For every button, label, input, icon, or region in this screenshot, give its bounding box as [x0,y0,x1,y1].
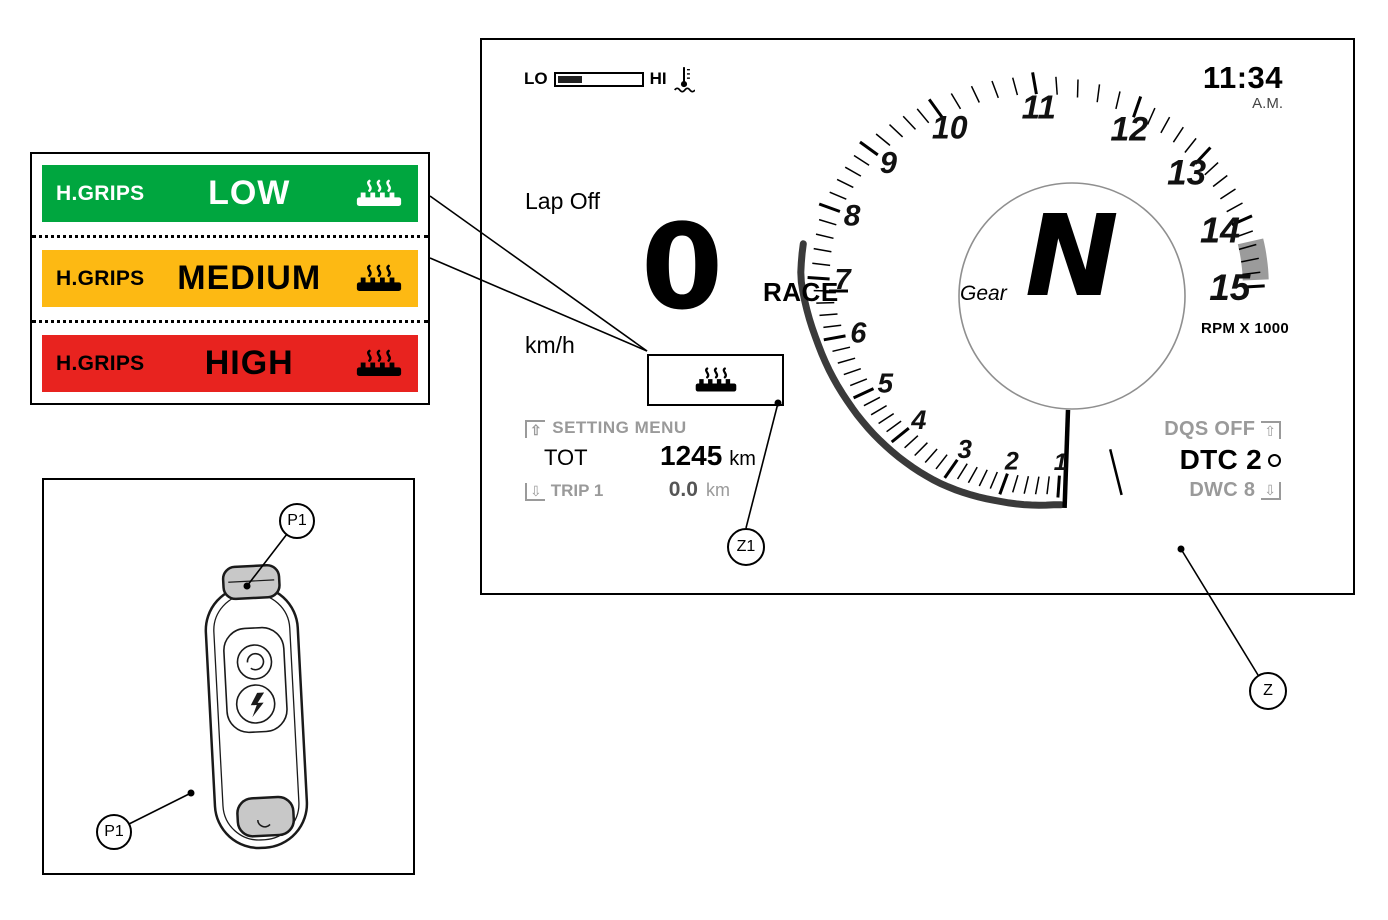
switchgear-panel [42,478,415,875]
horn-button [236,795,296,838]
svg-text:5: 5 [878,368,894,399]
setting-menu-hint: ⇧ SETTING MENU [525,418,687,438]
gear-value: N [1025,192,1119,322]
down-arrow-icon: ⇩ [1261,481,1281,500]
up-arrow-icon: ⇧ [1261,420,1281,439]
dotted-divider [32,234,428,238]
odometer-value: 1245 [660,440,723,471]
hgrips-high-indicator: H.GRIPS HIGH [42,335,418,392]
dotted-divider [32,319,428,323]
trip-label: TRIP 1 [550,481,604,500]
clock: 11:34 A.M. [1203,62,1283,111]
selection-circle-icon [1268,453,1281,467]
hgrips-level-value: LOW [208,174,291,212]
coolant-thermometer-icon [673,67,695,93]
coolant-hi-label: HI [649,69,667,88]
hgrips-active-indicator [647,354,784,406]
svg-text:2: 2 [1004,447,1019,475]
callout-z1: Z1 [727,528,765,566]
svg-text:9: 9 [880,145,898,180]
coolant-fill [557,75,582,83]
dqs-label: DQS OFF [1164,418,1256,440]
dqs-status: DQS OFF ⇧ [1164,418,1281,441]
svg-text:6: 6 [850,318,867,350]
svg-text:13: 13 [1167,154,1206,193]
heated-grips-icon [354,347,404,380]
svg-text:12: 12 [1110,111,1148,149]
coolant-lo-label: LO [524,69,548,88]
callout-p1-bottom: P1 [96,814,132,850]
dwc-label: DWC 8 [1189,479,1256,501]
lap-status: Lap Off [525,188,601,214]
svg-text:10: 10 [932,110,968,146]
svg-text:1: 1 [1054,449,1067,476]
svg-text:3: 3 [957,434,972,464]
hgrips-levels-panel: H.GRIPS LOW H.GRIPS MEDIUM H.GRIPS HIGH [30,152,430,405]
dtc-label: DTC 2 [1179,444,1262,475]
speed-unit: km/h [525,332,575,358]
trip-value: 0.0 [668,478,698,501]
electronics-status: DQS OFF ⇧ DTC 2 DWC 8 ⇩ [1164,418,1281,502]
gear-label: Gear [960,282,1007,305]
odometer-unit: km [729,448,756,470]
callout-p1-top: P1 [279,503,315,539]
rpm-unit-label: RPM X 1000 [1200,320,1289,337]
svg-text:4: 4 [910,405,926,435]
hgrips-level-value: MEDIUM [177,259,322,297]
heated-grips-icon [354,177,404,210]
svg-text:14: 14 [1200,210,1240,251]
hgrips-label: H.GRIPS [56,351,145,375]
clock-time: 11:34 [1202,60,1283,95]
dwc-status: DWC 8 ⇩ [1189,479,1281,502]
heated-grips-icon [354,262,404,295]
speed-value: 0 [640,198,724,336]
setting-menu-label: SETTING MENU [552,418,687,437]
hgrips-low-indicator: H.GRIPS LOW [42,165,418,222]
coolant-temp-indicator: LO HI [524,64,695,94]
turn-signal-button [236,644,273,680]
svg-text:11: 11 [1022,88,1056,125]
hgrips-label: H.GRIPS [56,266,145,290]
handlebar-switch-illustration [204,563,309,850]
up-arrow-icon: ⇧ [525,420,546,438]
coolant-bar [553,71,644,87]
down-arrow-icon: ⇩ [525,483,545,501]
trip-row: ⇩ TRIP 1 0.0 km [525,478,730,502]
svg-text:15: 15 [1209,267,1252,308]
odometer-row: TOT 1245 km [544,440,756,472]
hgrips-medium-indicator: H.GRIPS MEDIUM [42,250,418,307]
trip-unit: km [705,480,730,500]
svg-text:7: 7 [835,264,853,296]
heated-grips-icon [693,365,739,395]
clock-meridiem: A.M. [1252,95,1283,112]
arrow-glyph [246,652,265,671]
callout-z: Z [1249,672,1287,710]
svg-text:8: 8 [844,200,861,233]
lightning-icon [250,692,265,718]
hgrips-label: H.GRIPS [56,181,145,205]
dtc-status: DTC 2 [1180,444,1281,476]
riding-mode-label: RACE [763,277,839,307]
odometer-label: TOT [544,445,588,470]
hgrips-level-value: HIGH [204,344,294,382]
